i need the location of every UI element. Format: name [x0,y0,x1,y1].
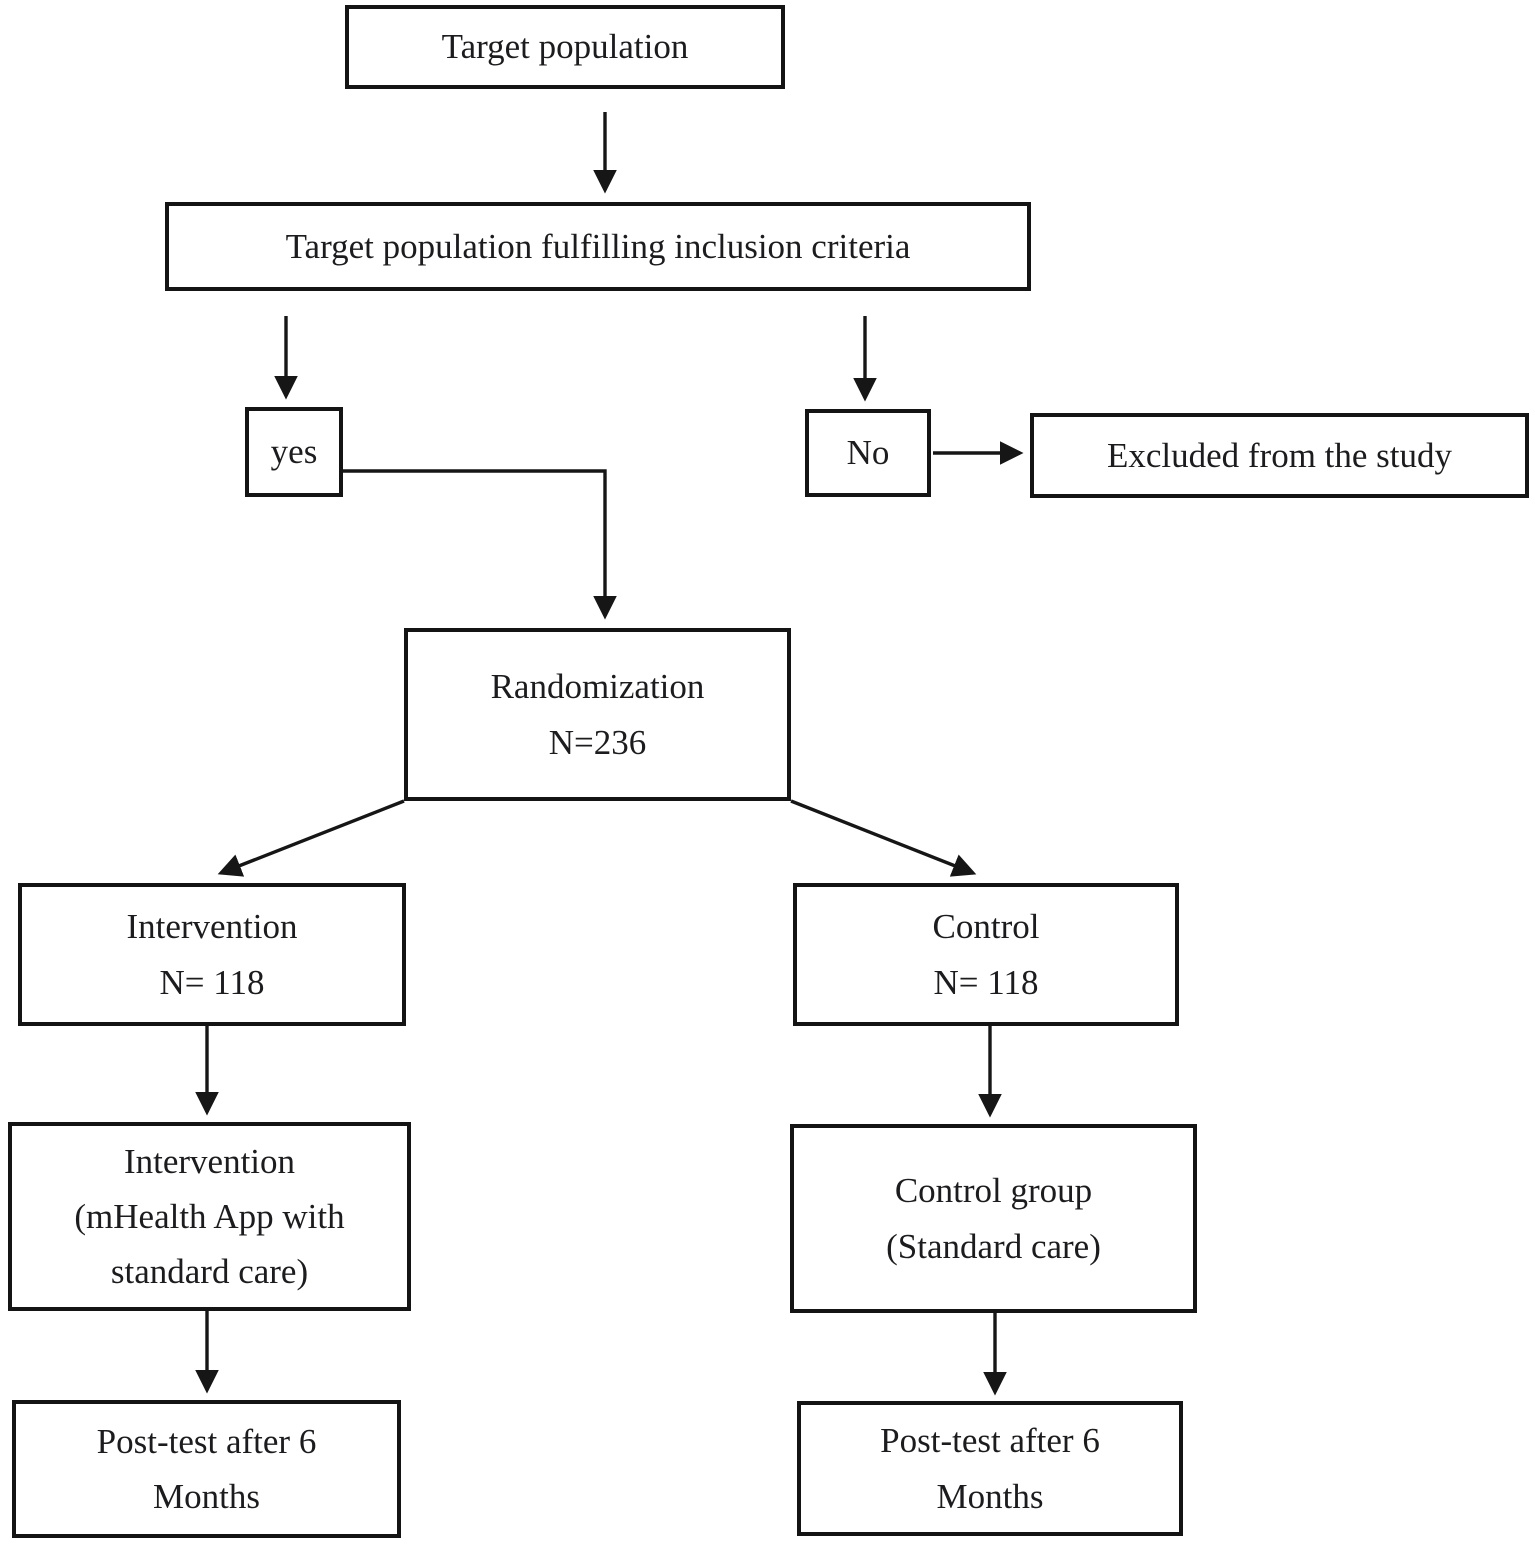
node-intervention: Intervention N= 118 [18,883,406,1026]
node-excluded-label: Excluded from the study [1106,435,1453,475]
node-control-count: N= 118 [933,962,1039,1002]
node-posttest-control-line2: Months [936,1476,1044,1516]
node-intervention-detail-line3: standard care) [110,1252,309,1292]
node-randomization-label: Randomization [490,667,705,707]
node-posttest-intervention-line2: Months [153,1477,260,1516]
arrow-randomization-to-control [790,799,977,877]
node-control-detail-line1: Control group [894,1171,1093,1211]
node-control-detail-line2: (Standard care) [886,1226,1101,1266]
node-intervention-detail: Intervention (mHealth App with standard … [8,1122,411,1311]
node-posttest-intervention: Post-test after 6 Months [12,1400,401,1538]
node-control-detail: Control group (Standard care) [790,1124,1197,1313]
node-randomization: Randomization N=236 [404,628,791,801]
node-inclusion-criteria-label: Target population fulfilling inclusion c… [285,226,911,266]
node-posttest-control: Post-test after 6 Months [797,1401,1183,1536]
arrow-randomization-to-intervention [217,799,405,877]
node-intervention-count: N= 118 [159,962,265,1002]
node-posttest-intervention-line1: Post-test after 6 [96,1421,317,1461]
node-yes: yes [245,407,343,497]
node-target-population-label: Target population [441,27,689,67]
node-posttest-control-line1: Post-test after 6 [880,1421,1100,1461]
node-control: Control N= 118 [793,883,1179,1026]
node-no-label: No [846,433,890,473]
node-inclusion-criteria: Target population fulfilling inclusion c… [165,202,1031,291]
node-intervention-detail-line2: (mHealth App with [74,1196,345,1236]
node-yes-label: yes [270,432,318,472]
node-excluded: Excluded from the study [1030,413,1529,498]
node-randomization-count: N=236 [548,722,647,762]
node-target-population: Target population [345,5,785,89]
node-control-label: Control [932,907,1040,947]
node-intervention-detail-line1: Intervention [123,1141,296,1181]
node-intervention-label: Intervention [126,907,298,947]
arrow-yes-to-randomization [343,469,617,620]
node-no: No [805,409,931,497]
